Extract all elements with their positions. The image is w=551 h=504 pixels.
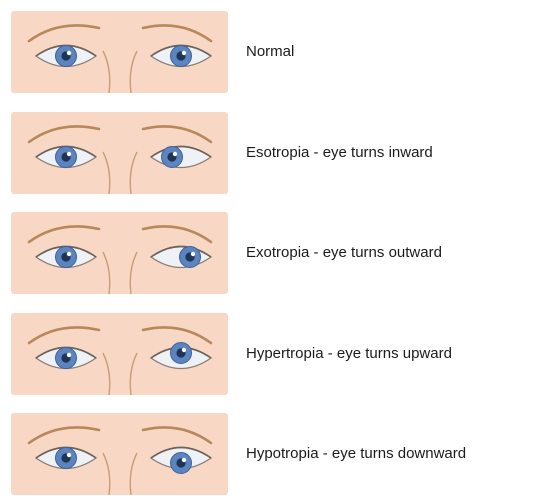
left-highlight: [67, 51, 71, 55]
right-highlight: [182, 348, 186, 352]
left-eye: [36, 247, 96, 268]
nose-left-line: [103, 252, 110, 294]
left-eye: [36, 46, 96, 67]
nose-left-line: [103, 453, 110, 495]
row-label: Normal: [246, 11, 294, 93]
face-illustration: [11, 212, 228, 294]
right-eye: [151, 46, 211, 67]
left-eyebrow: [29, 427, 99, 443]
left-eye: [36, 147, 96, 168]
right-eye: [151, 448, 211, 474]
left-highlight: [67, 152, 71, 156]
nose-left-line: [103, 51, 110, 93]
left-eye: [36, 448, 96, 469]
face-svg: [11, 112, 228, 194]
row-hypertropia: Hypertropia - eye turns upward: [0, 313, 551, 395]
left-highlight: [67, 453, 71, 457]
row-hypotropia: Hypotropia - eye turns downward: [0, 413, 551, 495]
left-eye: [36, 348, 96, 369]
right-eye: [151, 343, 211, 369]
nose-left-line: [103, 152, 110, 194]
row-label: Hypertropia - eye turns upward: [246, 313, 452, 395]
left-eyebrow: [29, 327, 99, 343]
row-label: Esotropia - eye turns inward: [246, 112, 433, 194]
right-eyebrow: [143, 226, 211, 242]
right-highlight: [191, 252, 195, 256]
right-highlight: [173, 152, 177, 156]
nose-right-line: [130, 152, 137, 194]
right-eyebrow: [143, 427, 211, 443]
right-highlight: [182, 458, 186, 462]
left-eyebrow: [29, 25, 99, 41]
row-esotropia: Esotropia - eye turns inward: [0, 112, 551, 194]
face-illustration: [11, 112, 228, 194]
right-eyebrow: [143, 327, 211, 343]
face-svg: [11, 413, 228, 495]
face-svg: [11, 313, 228, 395]
nose-right-line: [130, 51, 137, 93]
right-eyebrow: [143, 25, 211, 41]
nose-right-line: [130, 252, 137, 294]
nose-right-line: [130, 353, 137, 395]
left-highlight: [67, 353, 71, 357]
row-label: Hypotropia - eye turns downward: [246, 413, 466, 495]
right-eye: [151, 247, 211, 268]
right-eyebrow: [143, 126, 211, 142]
nose-left-line: [103, 353, 110, 395]
nose-right-line: [130, 453, 137, 495]
face-illustration: [11, 11, 228, 93]
row-label: Exotropia - eye turns outward: [246, 212, 442, 294]
left-highlight: [67, 252, 71, 256]
right-eye: [151, 147, 211, 168]
face-illustration: [11, 413, 228, 495]
face-svg: [11, 11, 228, 93]
left-eyebrow: [29, 126, 99, 142]
left-eyebrow: [29, 226, 99, 242]
face-illustration: [11, 313, 228, 395]
face-svg: [11, 212, 228, 294]
right-highlight: [182, 51, 186, 55]
row-normal: Normal: [0, 11, 551, 93]
row-exotropia: Exotropia - eye turns outward: [0, 212, 551, 294]
